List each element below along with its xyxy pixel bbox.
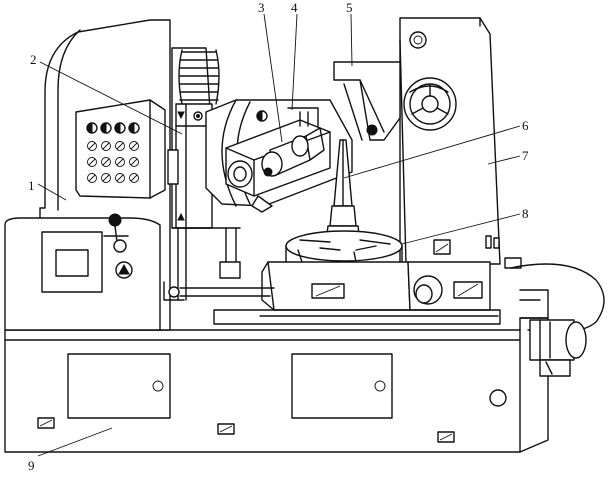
callout-4: 4	[291, 0, 298, 15]
rotary-table	[285, 230, 403, 262]
support-arm	[333, 61, 401, 141]
control-panel	[75, 99, 166, 199]
callout-labels: 1 2 3 4 5 6 7 8 9	[28, 0, 529, 473]
leader-4	[291, 13, 298, 111]
leader-lines	[37, 13, 521, 457]
column-plug	[409, 31, 427, 49]
leader-8	[401, 213, 521, 245]
rear-column	[399, 17, 501, 265]
display-screen	[55, 249, 89, 277]
lever-knob	[108, 213, 122, 227]
leader-2	[39, 61, 183, 135]
callout-7: 7	[522, 148, 529, 163]
leader-6	[343, 125, 521, 179]
leader-7	[487, 155, 521, 165]
bed-knob	[489, 389, 507, 407]
leader-3	[263, 13, 283, 143]
callout-9: 9	[28, 458, 35, 473]
bed-panel-left	[67, 353, 171, 419]
drive-motor	[509, 263, 605, 377]
worktable	[163, 230, 501, 325]
callout-2: 2	[30, 52, 37, 67]
callout-3: 3	[258, 0, 265, 15]
bed-panel-right	[291, 353, 393, 419]
machine-bed	[4, 257, 549, 453]
leader-1	[37, 183, 67, 201]
callout-5: 5	[346, 0, 353, 15]
panel-switch-grid	[87, 141, 139, 183]
leader-5	[350, 13, 353, 67]
vertical-slide	[167, 47, 241, 301]
callout-1: 1	[28, 178, 35, 193]
callout-6: 6	[522, 118, 529, 133]
leader-9	[37, 427, 113, 457]
left-column	[4, 19, 171, 331]
dial-knob	[113, 239, 127, 253]
hob-head	[205, 99, 353, 213]
callout-8: 8	[522, 206, 529, 221]
